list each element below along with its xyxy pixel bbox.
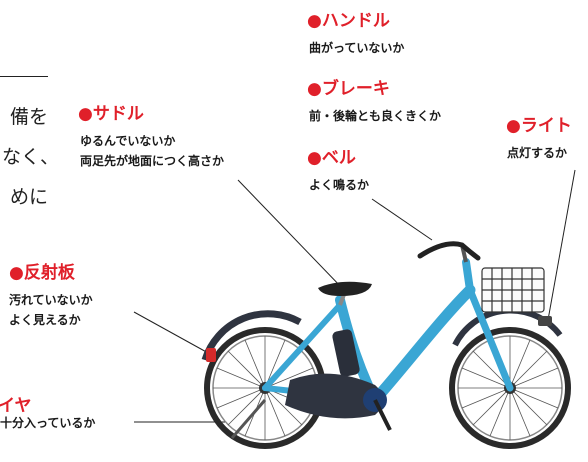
brake-title: ●ブレーキ: [307, 79, 390, 99]
rear-fender: [201, 310, 302, 362]
cutoff-line-3: めに: [9, 186, 48, 208]
saddle-leader: [237, 179, 345, 291]
handle-title: ●ハンドル: [307, 11, 390, 31]
light-title: ●ライト: [506, 116, 572, 136]
saddle-desc: ゆるんでいないか 両足先が地面につく高さか: [80, 131, 224, 171]
light-leader: [547, 169, 576, 321]
reflector-desc: 汚れていないか よく見えるか: [9, 290, 93, 330]
tire-desc-line: 十分入っているか: [0, 416, 96, 430]
rear-reflector: [206, 348, 216, 362]
handle-desc: 曲がっていないか: [309, 38, 404, 58]
brake-desc: 前・後輪とも良くきくか: [309, 106, 441, 126]
bell-leader: [371, 198, 433, 241]
kickstand: [230, 399, 267, 439]
brake-desc-line: 前・後輪とも良くきくか: [309, 109, 442, 123]
reflector-desc-line-2: よく見えるか: [9, 313, 81, 327]
light-desc: 点灯するか: [507, 143, 567, 163]
chain-guard: [285, 373, 384, 419]
bell-title: ●ベル: [307, 148, 356, 168]
bell-desc-line: よく鳴るか: [309, 178, 370, 192]
cutoff-body-text: 備を なく、 めに: [2, 97, 60, 217]
headlight: [538, 316, 552, 326]
handlebar: [417, 241, 481, 261]
saddle-desc-line-1: ゆるんでいないか: [80, 134, 176, 148]
tire-desc: 十分入っているか: [0, 413, 95, 433]
saddle-desc-line-2: 両足先が地面につく高さか: [80, 154, 225, 168]
reflector-desc-line-1: 汚れていないか: [9, 293, 93, 307]
light-desc-line: 点灯するか: [507, 146, 568, 160]
cutoff-line-1: 備を: [9, 106, 48, 128]
battery: [332, 329, 360, 377]
tire-title: イヤ: [0, 396, 32, 416]
cutoff-line-2: なく、: [2, 146, 60, 168]
pedal-arm: [373, 399, 392, 431]
saddle-title: ●サドル: [78, 104, 144, 124]
basket: [481, 267, 545, 313]
reflector-title: ●反射板: [9, 263, 75, 283]
reflector-leader: [133, 311, 211, 355]
saddle: [318, 281, 372, 296]
section-rule: [0, 76, 48, 77]
handle-desc-line: 曲がっていないか: [309, 41, 405, 55]
bell-desc: よく鳴るか: [309, 175, 369, 195]
